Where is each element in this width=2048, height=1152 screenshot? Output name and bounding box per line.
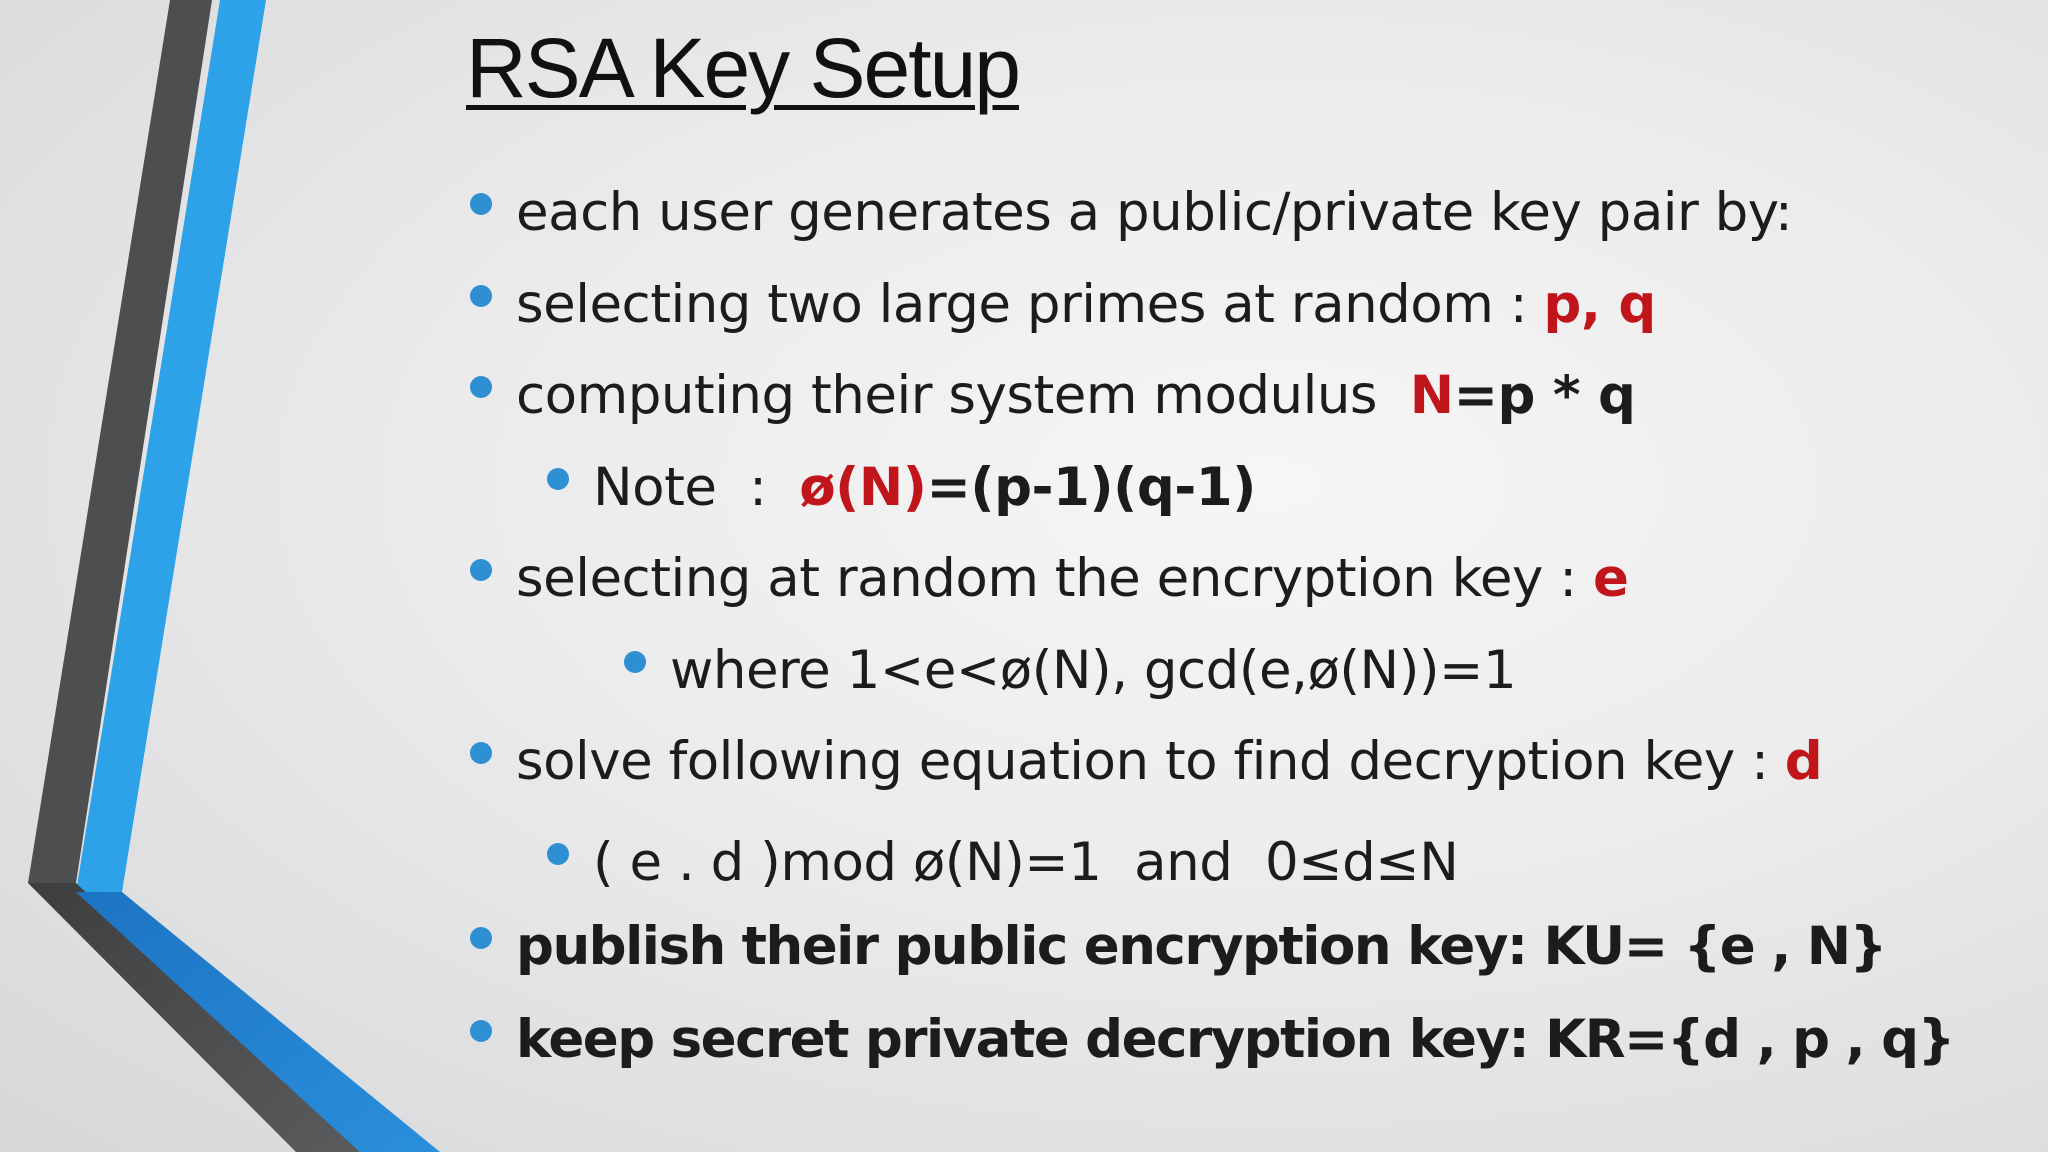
bullet-dot-icon bbox=[547, 468, 569, 490]
bullet-text: ( e . d )mod ø(N)=1 and 0≤d≤N bbox=[593, 832, 1459, 893]
sub-bullet-totient-note: Note : ø(N)=(p-1)(q-1) bbox=[547, 456, 1256, 520]
bullet-text: selecting at random the encryption key : bbox=[516, 548, 1593, 609]
blue-stripe-lower bbox=[76, 892, 440, 1152]
blue-stripe-upper bbox=[76, 0, 266, 892]
modulus-n: N bbox=[1409, 365, 1454, 426]
bullet-text: keep secret private decryption key: KR={… bbox=[516, 1009, 1955, 1070]
bullet-dot-icon bbox=[470, 193, 492, 215]
primes-p-q: p, q bbox=[1543, 274, 1656, 335]
sub-bullet-d-equation: ( e . d )mod ø(N)=1 and 0≤d≤N bbox=[547, 831, 1459, 895]
bullet-text: each user generates a public/private key… bbox=[516, 182, 1793, 243]
encryption-key-e: e bbox=[1592, 548, 1629, 609]
dark-stripe-upper bbox=[28, 0, 212, 883]
bullet-text: publish their public encryption key: KU=… bbox=[516, 916, 1887, 977]
bullet-keep-private-key: keep secret private decryption key: KR={… bbox=[470, 1008, 1955, 1072]
sub-bullet-e-condition: where 1<e<ø(N), gcd(e,ø(N))=1 bbox=[624, 639, 1517, 703]
bullet-text: Note : bbox=[593, 457, 800, 518]
bullet-dot-icon bbox=[470, 742, 492, 764]
bullet-dot-icon bbox=[547, 843, 569, 865]
bullet-dot-icon bbox=[470, 285, 492, 307]
bullet-key-pair-intro: each user generates a public/private key… bbox=[470, 181, 1793, 245]
decryption-key-d: d bbox=[1784, 731, 1823, 792]
bullet-text: selecting two large primes at random : bbox=[516, 274, 1544, 335]
bullet-dot-icon bbox=[470, 927, 492, 949]
bullet-publish-public-key: publish their public encryption key: KU=… bbox=[470, 915, 1887, 979]
slide-title: RSA Key Setup bbox=[466, 21, 1021, 115]
bullet-compute-modulus: computing their system modulus N=p * q bbox=[470, 364, 1636, 428]
bullet-dot-icon bbox=[624, 651, 646, 673]
dark-stripe-lower bbox=[28, 883, 360, 1152]
bullet-text: computing their system modulus bbox=[516, 365, 1410, 426]
bullet-select-encryption-key: selecting at random the encryption key :… bbox=[470, 547, 1629, 611]
bullet-text: where 1<e<ø(N), gcd(e,ø(N))=1 bbox=[670, 640, 1517, 701]
totient-formula: =(p-1)(q-1) bbox=[926, 457, 1256, 518]
bullet-solve-decryption-key: solve following equation to find decrypt… bbox=[470, 730, 1823, 794]
bullet-dot-icon bbox=[470, 559, 492, 581]
bullet-dot-icon bbox=[470, 376, 492, 398]
totient-symbol: ø(N) bbox=[799, 457, 927, 518]
bullet-dot-icon bbox=[470, 1020, 492, 1042]
bullet-select-primes: selecting two large primes at random : p… bbox=[470, 273, 1656, 337]
bullet-text: solve following equation to find decrypt… bbox=[516, 731, 1785, 792]
modulus-formula: =p * q bbox=[1453, 365, 1636, 426]
